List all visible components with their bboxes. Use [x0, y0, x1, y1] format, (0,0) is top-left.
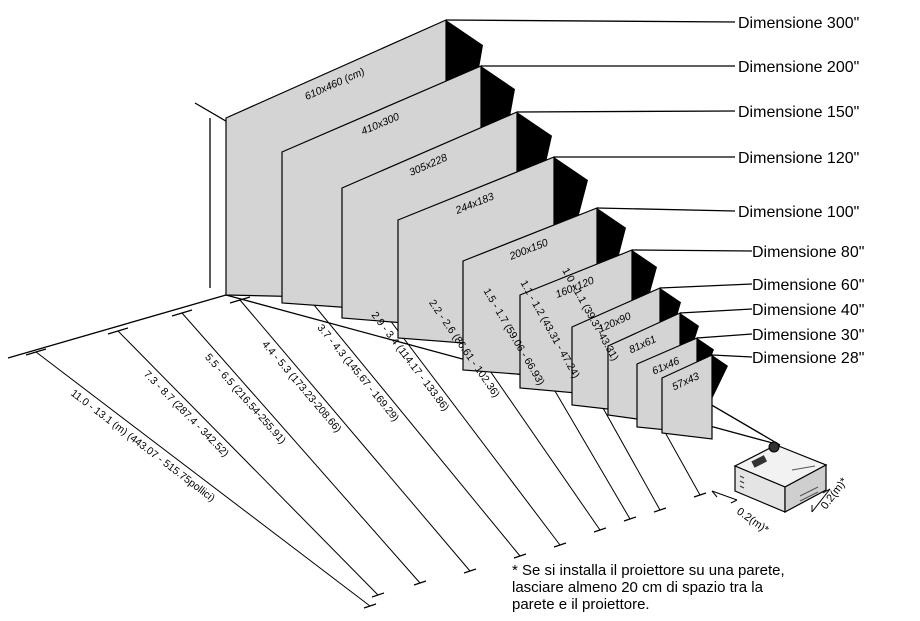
- distance-tick: [593, 527, 607, 533]
- distance-label-0: 11.0 - 13.1 (m) (443.07 - 515.75pollici): [68, 387, 217, 504]
- screen-9: 57x43: [661, 354, 728, 440]
- size-leader: [711, 354, 753, 358]
- size-label-5: Dimensione 80": [752, 244, 864, 261]
- distance-tick: [413, 580, 427, 586]
- projector-icon: [733, 441, 828, 514]
- note-line-1: * Se si installa il proiettore su una pa…: [512, 562, 785, 579]
- note-line-3: parete e il proiettore.: [512, 596, 650, 613]
- size-leader-lines: [445, 19, 753, 358]
- size-labels: Dimensione 300" Dimensione 200" Dimensione…: [738, 15, 864, 367]
- size-label-1: Dimensione 200": [738, 59, 859, 76]
- size-leader: [696, 333, 753, 339]
- wall-mount-note: * Se si installa il proiettore su una pa…: [512, 562, 920, 613]
- distance-tick: [371, 592, 385, 598]
- size-leader: [516, 110, 736, 113]
- distance-tick: [463, 568, 477, 574]
- note-line-2: lasciare almeno 20 cm di spazio tra la: [512, 579, 763, 596]
- distance-tick: [513, 553, 527, 559]
- distance-tick: [623, 516, 637, 522]
- distance-arrow: [239, 299, 471, 572]
- distance-tick: [229, 296, 251, 304]
- clearance-label-front: 0.2(m)*: [734, 506, 771, 537]
- size-label-9: Dimensione 28": [752, 350, 864, 367]
- size-leader: [679, 308, 753, 314]
- distance-arrow: [117, 330, 379, 596]
- size-label-0: Dimensione 300": [738, 15, 859, 32]
- size-label-7: Dimensione 40": [752, 302, 864, 319]
- clearance-arrows: [711, 488, 831, 513]
- distance-arrow: [35, 351, 371, 607]
- screen-panels: 610x460 (cm)410x300305x228244x183200x150…: [225, 19, 728, 440]
- size-label-4: Dimensione 100": [738, 204, 859, 221]
- size-leader: [631, 249, 753, 252]
- size-label-6: Dimensione 60": [752, 277, 864, 294]
- distance-tick: [653, 507, 667, 513]
- distance-arrow: [181, 312, 421, 584]
- size-label-2: Dimensione 150": [738, 104, 859, 121]
- distance-tick: [171, 309, 193, 317]
- distance-arrow: [295, 282, 521, 557]
- distance-tick: [693, 492, 707, 498]
- size-label-3: Dimensione 120": [738, 150, 859, 167]
- size-leader: [445, 19, 736, 23]
- screen-face: [661, 354, 713, 440]
- distance-tick: [363, 603, 377, 609]
- distance-arrows: [25, 222, 707, 609]
- screen-shadow: [712, 355, 728, 399]
- distance-tick: [25, 348, 47, 356]
- distance-tick: [107, 327, 129, 335]
- size-leader: [596, 207, 736, 212]
- distance-label-1: 7.3 - 8.7 (287.4 - 342.52): [141, 368, 231, 459]
- distance-tick: [553, 542, 567, 548]
- size-leader: [659, 283, 753, 289]
- size-label-8: Dimensione 30": [752, 327, 864, 344]
- distance-label-2: 5.5 - 6.5 (216.54-255.91): [202, 351, 288, 446]
